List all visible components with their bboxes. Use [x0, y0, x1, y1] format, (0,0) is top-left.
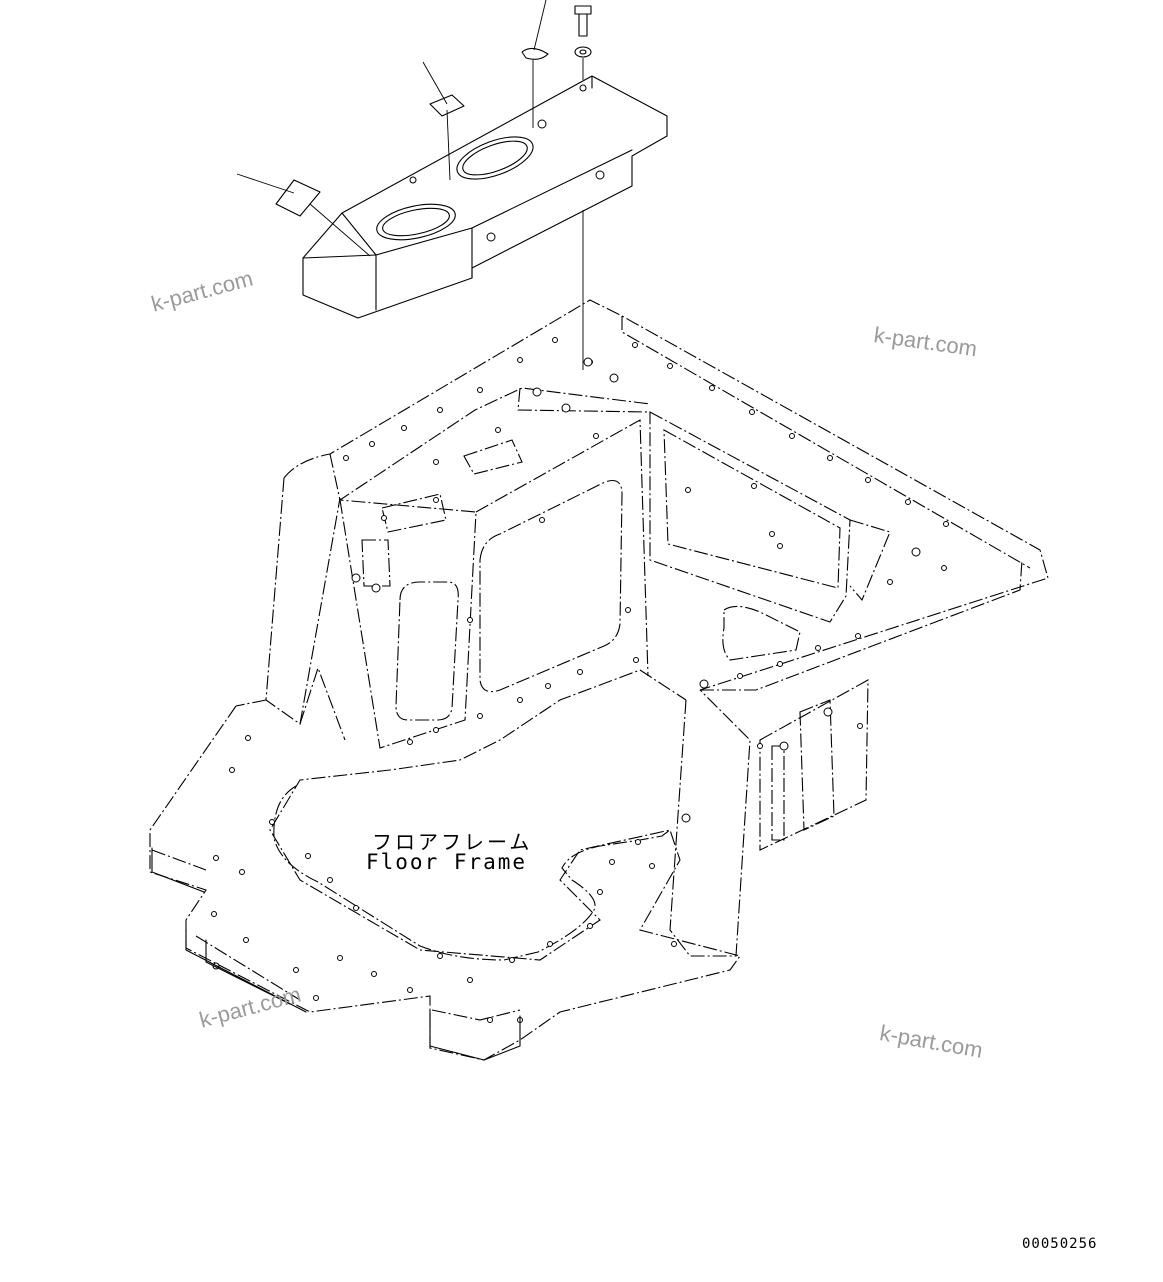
- part-name-japanese: フロアフレーム: [372, 830, 533, 854]
- bolt-and-washer: [574, 5, 592, 370]
- base-blocks: [151, 847, 521, 1061]
- part-name-english: Floor Frame: [366, 850, 528, 874]
- console-cover-part: [302, 75, 668, 319]
- drawing-number: 00050256: [1022, 1236, 1098, 1252]
- floor-frame-main: [149, 299, 1049, 1061]
- decal-parts: [236, 0, 549, 257]
